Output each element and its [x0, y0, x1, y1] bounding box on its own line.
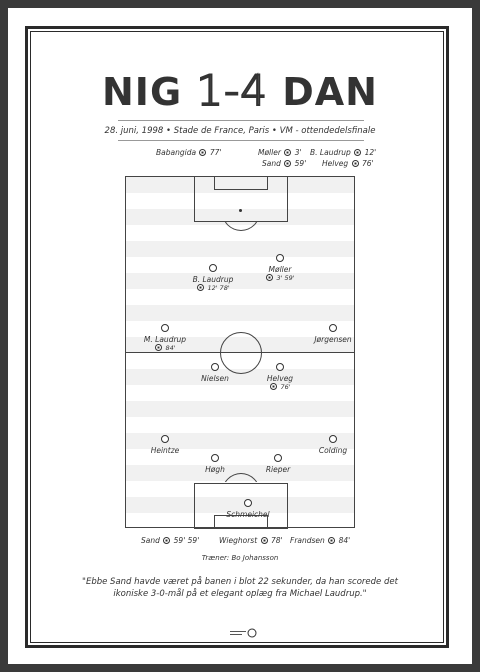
scorer-away: Møller 3': [258, 148, 302, 157]
ball-icon: [270, 383, 278, 390]
player-dot: [329, 324, 337, 332]
football-pitch: [125, 176, 355, 529]
center-circle: [220, 332, 262, 374]
poster-inner-frame: [30, 31, 444, 643]
divider-bottom: [118, 140, 364, 141]
player-dot: [276, 254, 284, 262]
ball-icon: [199, 149, 207, 156]
ball-icon: [328, 537, 336, 544]
player-marker: Høgh: [170, 454, 260, 474]
ball-icon: [260, 537, 268, 544]
player-marker: Møller 3' 59': [235, 254, 325, 283]
brand-logo: [228, 626, 258, 641]
substitute: Wieghorst 78': [219, 536, 283, 545]
player-dot: [161, 324, 169, 332]
player-dot: [161, 435, 169, 443]
ball-icon: [197, 284, 205, 291]
player-dot: [274, 454, 282, 462]
player-marker: B. Laudrup 12' 78': [168, 264, 258, 293]
player-dot: [209, 264, 217, 272]
poster: NIG 1-4 DAN 28. juni, 1998 • Stade de Fr…: [8, 8, 472, 664]
divider-top: [118, 120, 364, 121]
final-score: 1-4: [195, 65, 268, 116]
away-team: DAN: [282, 70, 378, 114]
substitute: Sand 59' 59': [141, 536, 200, 545]
ball-icon: [284, 160, 292, 167]
player-marker: Jørgensen: [288, 324, 378, 344]
player-dot: [329, 435, 337, 443]
player-marker: Colding: [288, 435, 378, 455]
player-marker: M. Laudrup 84': [120, 324, 210, 353]
player-marker: Schmeichel: [203, 499, 293, 519]
ball-icon: [351, 160, 359, 167]
match-info: 28. juni, 1998 • Stade de France, Paris …: [104, 126, 376, 136]
poster-frame: [25, 26, 449, 648]
bottom-goal-box: [214, 515, 268, 529]
player-dot: [276, 363, 284, 371]
ball-icon: [284, 149, 292, 156]
match-quote: "Ebbe Sand havde været på banen i blot 2…: [82, 577, 398, 599]
scorer-away: B. Laudrup 12': [310, 148, 377, 157]
substitute: Frandsen 84': [290, 536, 351, 545]
top-penalty-spot: [239, 209, 242, 212]
player-dot: [244, 499, 252, 507]
ball-icon: [155, 344, 163, 351]
player-marker: Heintze: [120, 435, 210, 455]
ball-icon: [266, 274, 274, 281]
player-marker: Nielsen: [170, 363, 260, 383]
scorer-home: Babangida 77': [156, 148, 222, 157]
ball-icon: [354, 149, 362, 156]
player-marker: Rieper: [233, 454, 323, 474]
top-goal-box: [214, 176, 268, 190]
scorer-away: Sand 59': [262, 159, 307, 168]
player-dot: [211, 454, 219, 462]
coach-line: Træner: Bo Johansson: [201, 554, 279, 562]
player-marker: Helveg 76': [235, 363, 325, 392]
ball-icon: [163, 537, 171, 544]
scorer-away: Helveg 76': [322, 159, 374, 168]
home-team: NIG: [102, 70, 183, 114]
player-dot: [211, 363, 219, 371]
score-headline: NIG 1-4 DAN: [8, 65, 472, 116]
